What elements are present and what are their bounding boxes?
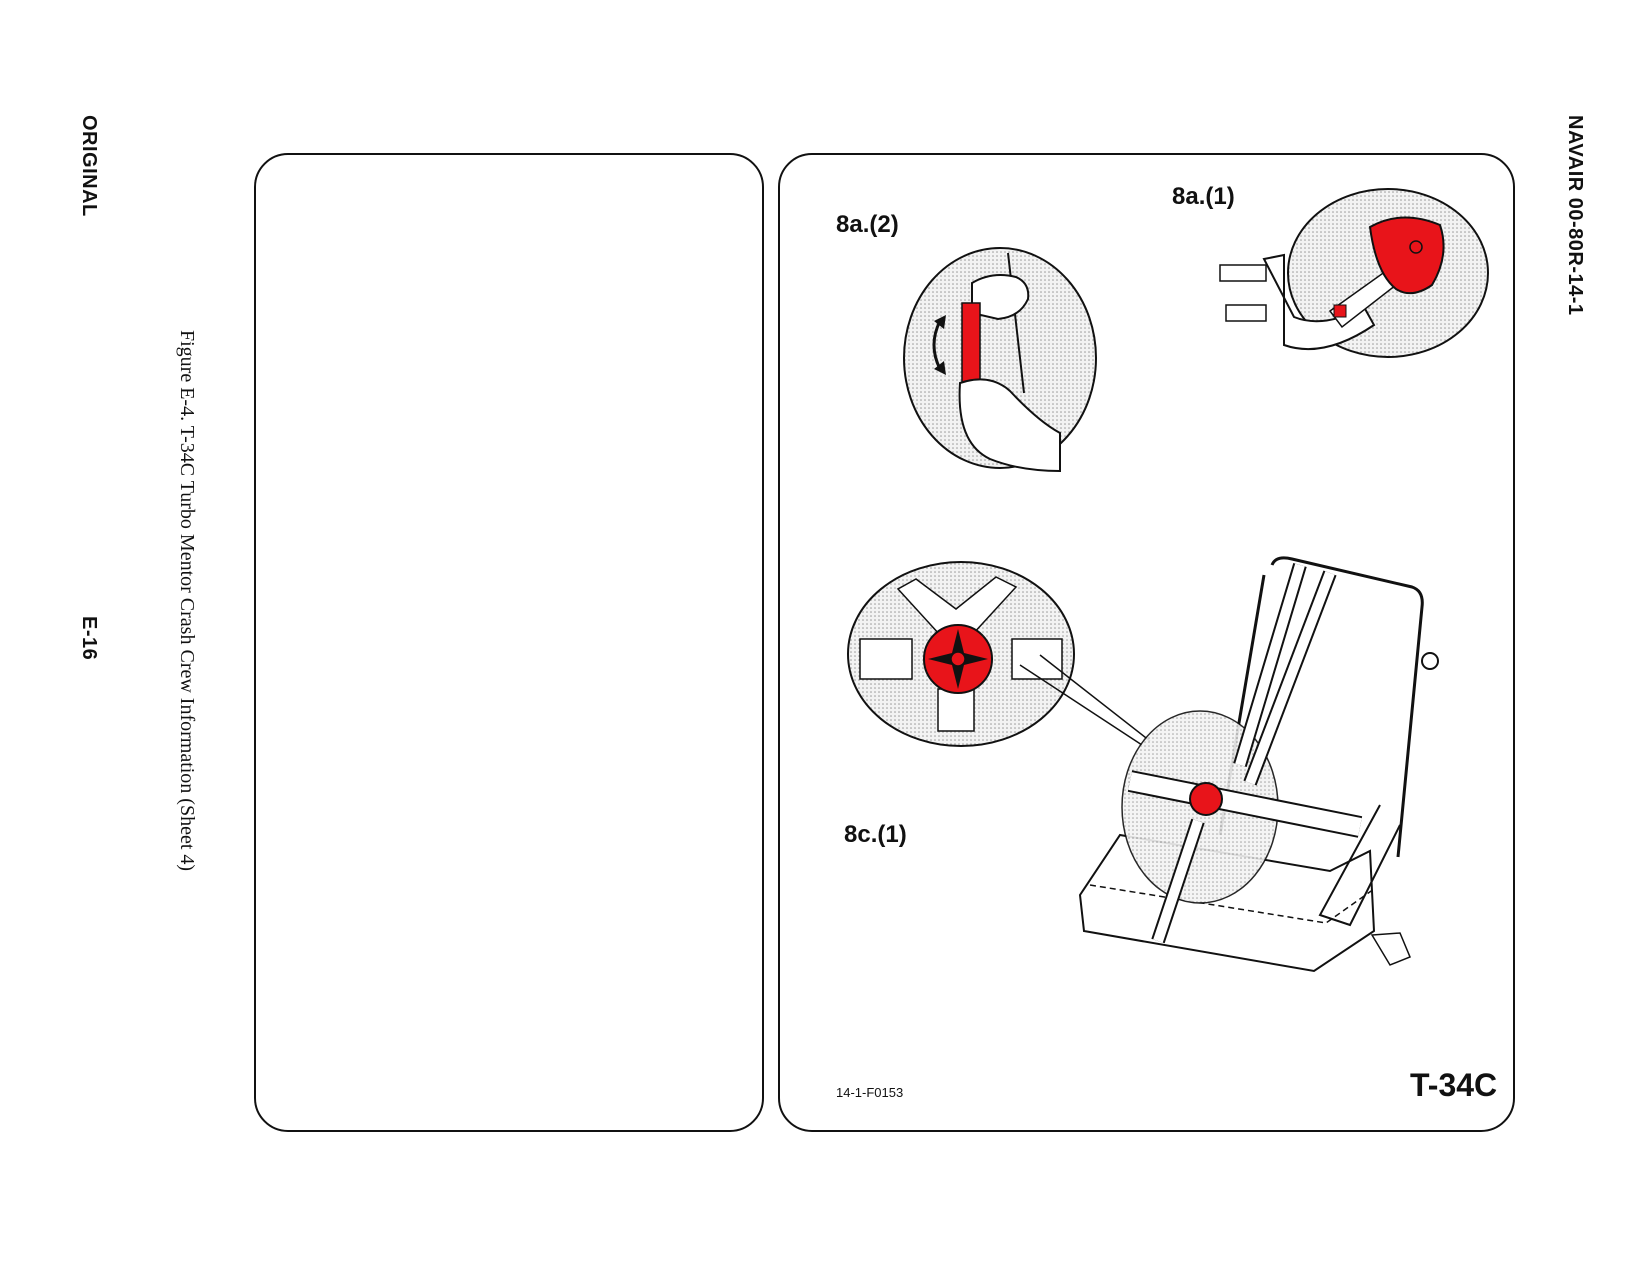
- original-marking: ORIGINAL: [78, 115, 100, 217]
- document-number: NAVAIR 00-80R-14-1: [1564, 115, 1586, 316]
- rotary-buckle-inset: [847, 561, 1075, 747]
- step-label-8a2: 8a.(2): [836, 211, 899, 238]
- aircraft-designation: T-34C: [1410, 1067, 1498, 1103]
- seat-illustration: [1019, 556, 1439, 973]
- figure-id: 14-1-F0153: [836, 1085, 904, 1100]
- handle-pull-inset: [903, 247, 1097, 473]
- page-number: E-16: [78, 616, 100, 661]
- figure-caption: Figure E-4. T-34C Turbo Mentor Crash Cre…: [176, 330, 198, 872]
- illustration-panel: 8a.(2) 8a.(1) 8c.(1) 14-1-F0153 T-34C: [778, 153, 1515, 1132]
- step-label-8c1: 8c.(1): [844, 821, 907, 848]
- latch-plate-inset: [1219, 188, 1489, 358]
- blank-panel: [254, 153, 764, 1132]
- step-label-8a1: 8a.(1): [1172, 183, 1235, 210]
